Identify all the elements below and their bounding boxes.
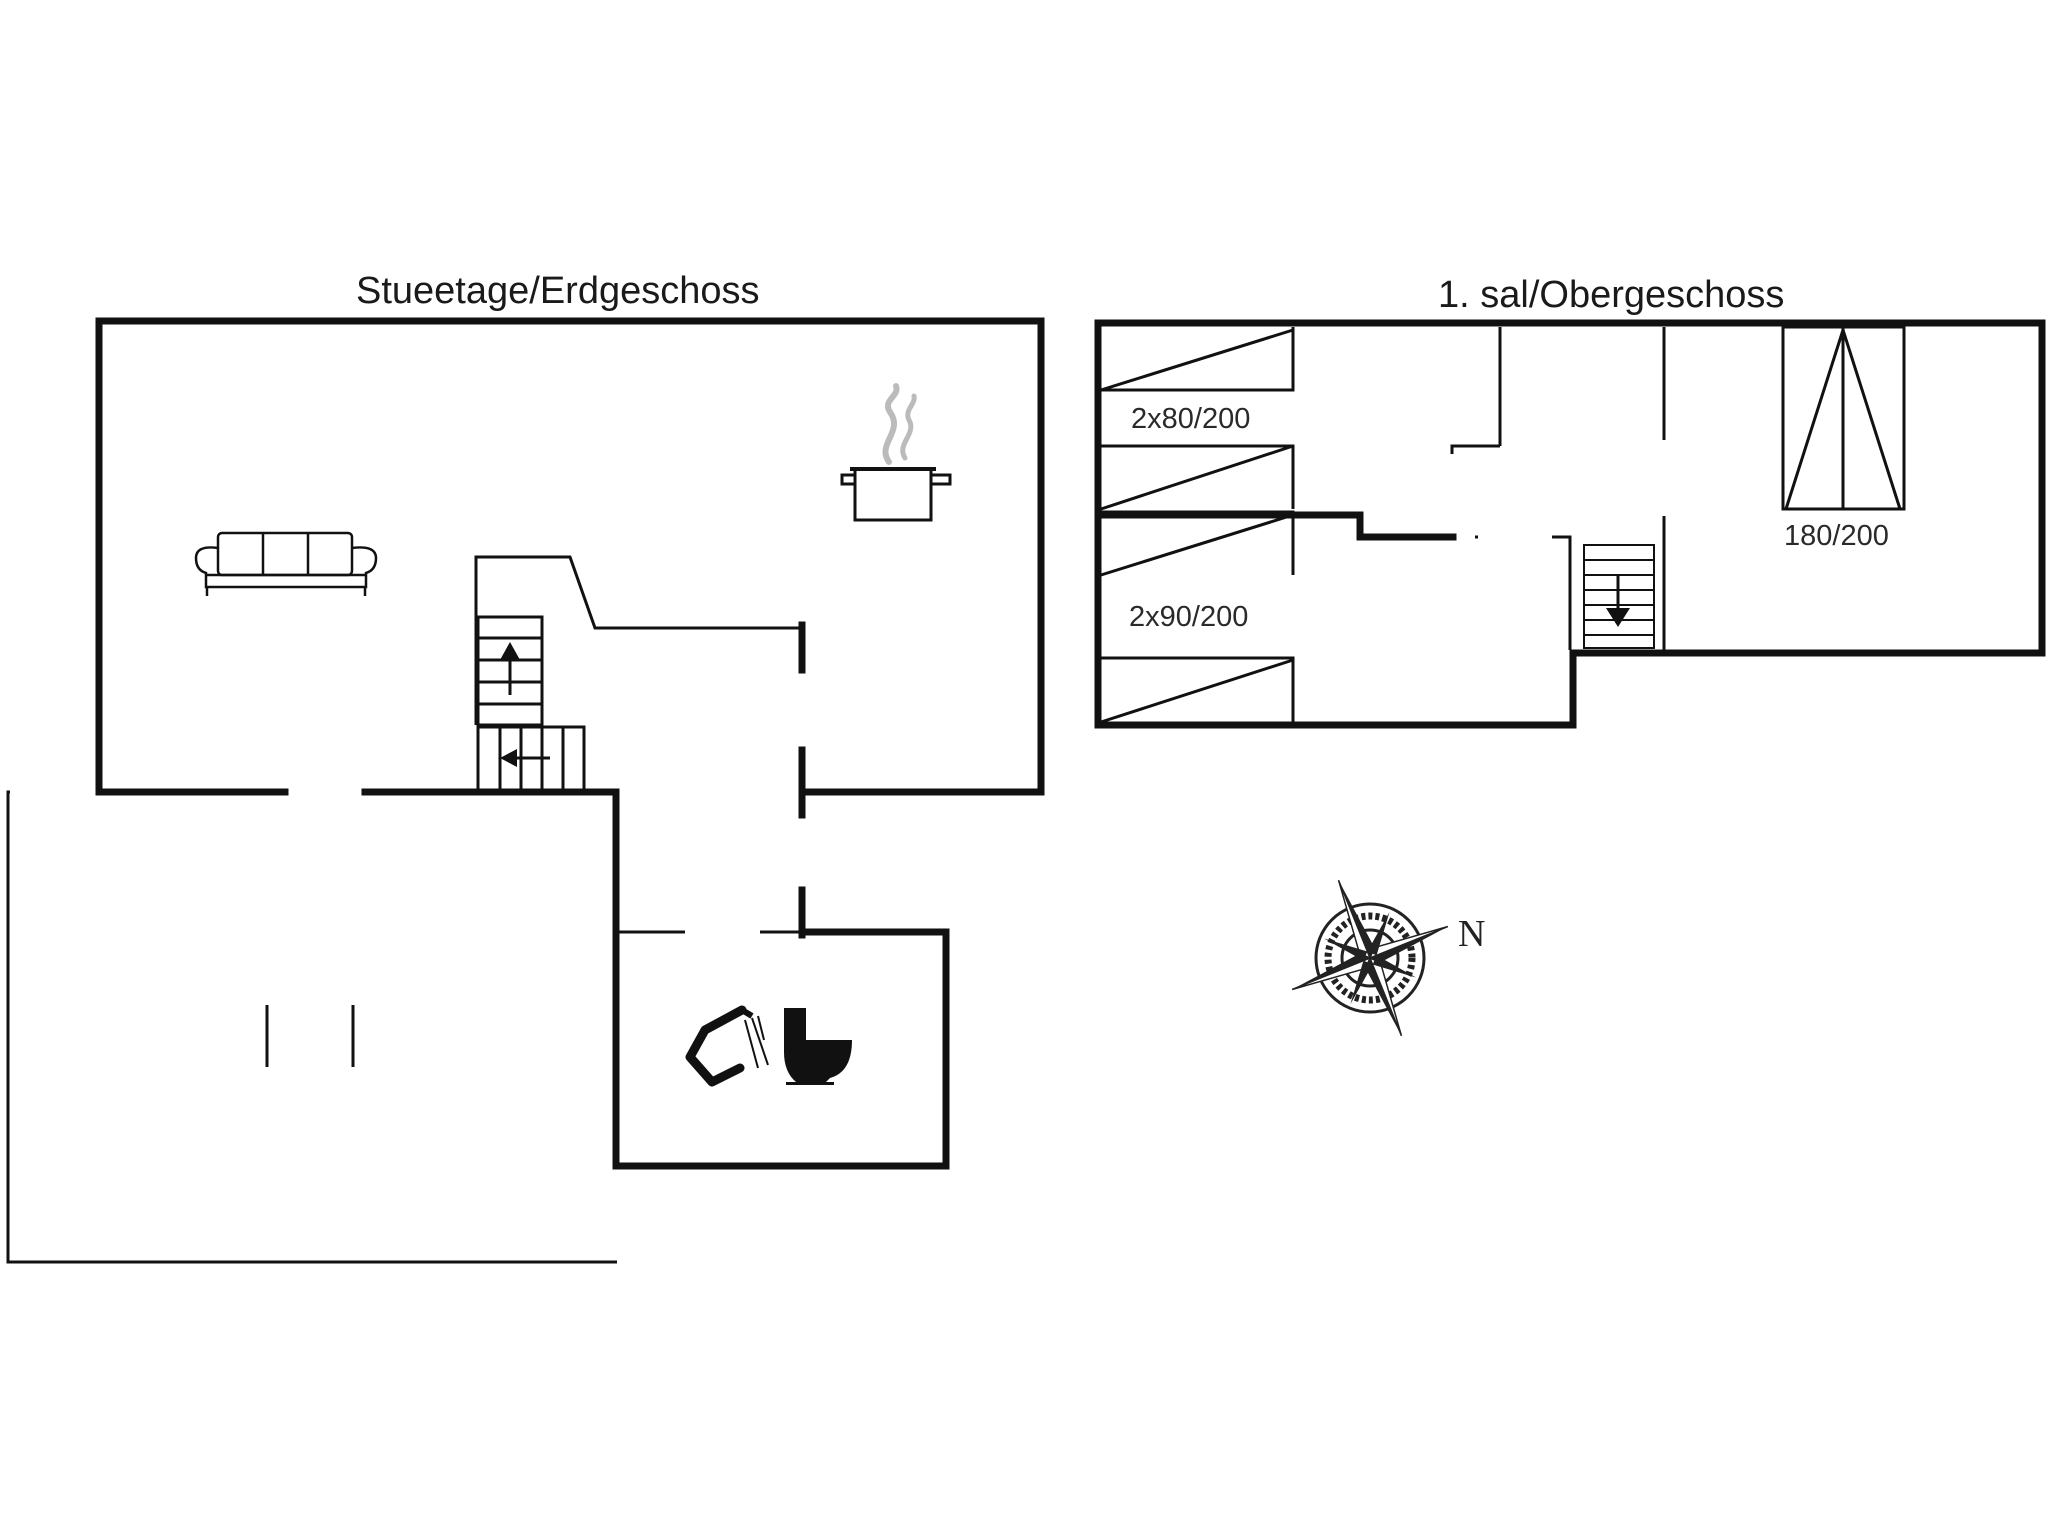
bed-size-label-a: 2x80/200 — [1131, 403, 1251, 435]
ground-staircase — [478, 617, 584, 790]
compass-north-label: N — [1458, 913, 1486, 955]
bed-size-label-c: 180/200 — [1784, 520, 1889, 552]
upper-floor-walls — [1098, 323, 2042, 725]
ground-floor-walls — [99, 321, 1041, 1166]
sofa-icon — [196, 533, 376, 596]
bed-size-label-b: 2x90/200 — [1129, 601, 1249, 633]
upper-floor-thin-walls — [1101, 327, 1904, 722]
shower-icon — [690, 1010, 768, 1082]
stairs-down-arrow-icon — [1606, 576, 1630, 627]
upper-floor-title: 1. sal/Obergeschoss — [1438, 274, 1785, 316]
ground-floor-thin-walls — [8, 557, 804, 1262]
cooking-pot-icon — [842, 386, 950, 520]
stairs-up-arrow-icon — [500, 642, 550, 767]
toilet-icon — [784, 1008, 852, 1085]
ground-floor-title: Stueetage/Erdgeschoss — [356, 270, 760, 312]
compass-rose-icon — [1261, 849, 1480, 1068]
